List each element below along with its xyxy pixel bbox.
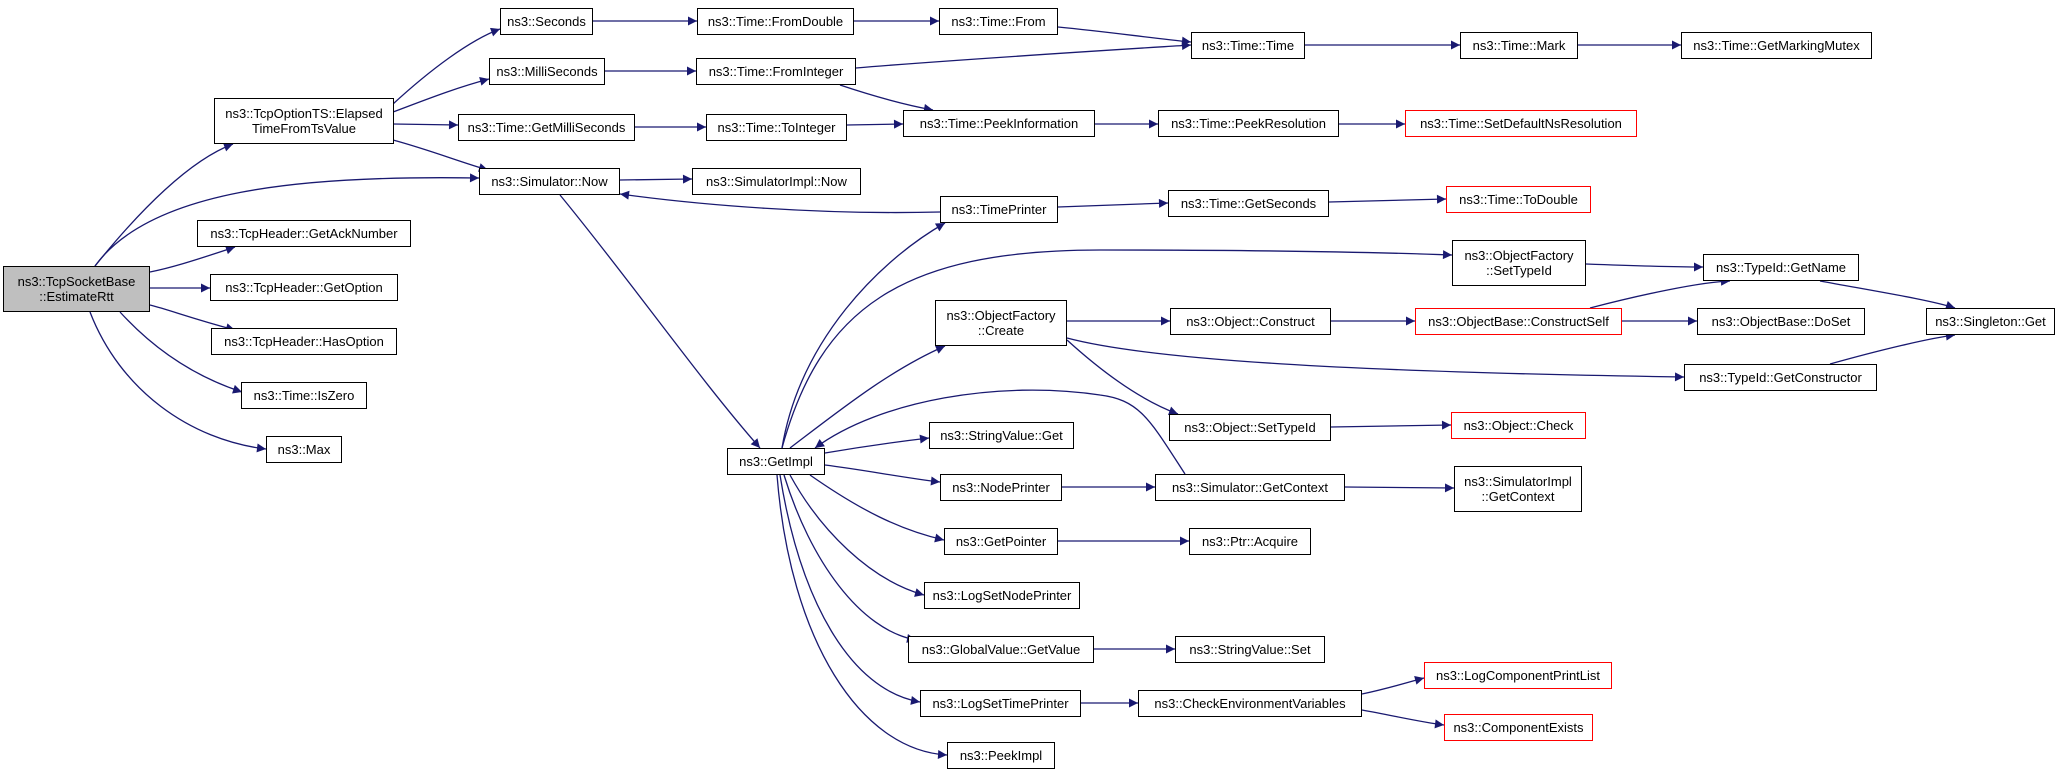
edge-time-printer-to-get-seconds — [1057, 198, 1169, 208]
edge-object-factory-create-to-type-id-get-constructor — [1066, 337, 1685, 382]
edge-object-base-construct-self-to-type-id-get-name — [1589, 276, 1731, 309]
node-to-integer[interactable]: ns3::Time::ToInteger — [706, 114, 847, 141]
edge-simulator-now-to-get-impl — [559, 194, 761, 449]
node-peek-information[interactable]: ns3::Time::PeekInformation — [903, 110, 1095, 137]
node-has-option[interactable]: ns3::TcpHeader::HasOption — [211, 328, 397, 355]
node-time-time[interactable]: ns3::Time::Time — [1191, 32, 1305, 59]
node-estimate-rtt: ns3::TcpSocketBase ::EstimateRtt — [3, 266, 150, 312]
node-simulator-now[interactable]: ns3::Simulator::Now — [479, 168, 620, 195]
edge-simulator-get-context-to-get-impl — [814, 389, 1186, 475]
edge-tcp-option-ts-to-simulator-now — [392, 139, 489, 172]
node-object-base-construct-self[interactable]: ns3::ObjectBase::ConstructSelf — [1415, 308, 1622, 335]
edge-tcp-option-ts-to-milli-seconds — [392, 76, 490, 113]
edge-estimate-rtt-to-has-option — [149, 304, 236, 333]
edge-get-impl-to-string-value-get — [824, 434, 930, 454]
node-log-set-node-printer[interactable]: ns3::LogSetNodePrinter — [924, 582, 1080, 609]
node-get-ack-number[interactable]: ns3::TcpHeader::GetAckNumber — [197, 220, 411, 247]
node-get-milli-seconds[interactable]: ns3::Time::GetMilliSeconds — [458, 114, 635, 141]
node-time-from[interactable]: ns3::Time::From — [939, 8, 1058, 35]
node-object-construct[interactable]: ns3::Object::Construct — [1170, 308, 1331, 335]
node-simulator-impl-get-context[interactable]: ns3::SimulatorImpl ::GetContext — [1454, 466, 1582, 512]
edge-tcp-option-ts-to-get-milli-seconds — [392, 120, 459, 130]
node-get-pointer[interactable]: ns3::GetPointer — [944, 528, 1058, 555]
edge-get-impl-to-get-pointer — [809, 474, 945, 543]
node-is-zero[interactable]: ns3::Time::IsZero — [241, 382, 367, 409]
node-get-marking-mutex[interactable]: ns3::Time::GetMarkingMutex — [1681, 32, 1872, 59]
edge-type-id-get-constructor-to-singleton-get — [1829, 331, 1956, 365]
edge-tcp-option-ts-to-seconds — [392, 27, 501, 105]
edge-get-impl-to-object-factory-create — [789, 345, 946, 449]
edge-get-impl-to-peek-impl — [776, 474, 948, 759]
edge-to-integer-to-peek-information — [846, 119, 904, 129]
edge-get-seconds-to-to-double — [1328, 194, 1447, 204]
node-simulator-impl-now[interactable]: ns3::SimulatorImpl::Now — [692, 168, 861, 195]
node-from-double[interactable]: ns3::Time::FromDouble — [697, 8, 854, 35]
edge-get-impl-to-global-value-get-value — [783, 474, 917, 643]
node-string-value-set[interactable]: ns3::StringValue::Set — [1175, 636, 1325, 663]
node-seconds[interactable]: ns3::Seconds — [500, 8, 593, 35]
edge-type-id-get-name-to-singleton-get — [1819, 280, 1956, 310]
node-singleton-get[interactable]: ns3::Singleton::Get — [1926, 308, 2055, 335]
edge-estimate-rtt-to-max — [89, 311, 267, 453]
edge-estimate-rtt-to-simulator-now — [94, 173, 480, 267]
edge-check-environment-variables-to-log-component-print-list — [1361, 675, 1425, 695]
node-check-environment-variables[interactable]: ns3::CheckEnvironmentVariables — [1138, 690, 1362, 717]
edge-from-integer-to-time-time — [855, 41, 1192, 69]
node-component-exists[interactable]: ns3::ComponentExists — [1444, 714, 1593, 741]
edge-from-integer-to-peek-information — [839, 84, 934, 113]
edge-time-from-to-time-time — [1057, 26, 1192, 46]
edge-get-impl-to-time-printer — [781, 222, 946, 449]
node-set-default-ns-resolution[interactable]: ns3::Time::SetDefaultNsResolution — [1405, 110, 1637, 137]
edge-object-factory-set-type-id-to-type-id-get-name — [1585, 262, 1704, 272]
node-log-set-time-printer[interactable]: ns3::LogSetTimePrinter — [920, 690, 1081, 717]
edge-get-impl-to-node-printer — [824, 464, 941, 486]
node-peek-resolution[interactable]: ns3::Time::PeekResolution — [1158, 110, 1339, 137]
node-time-printer[interactable]: ns3::TimePrinter — [940, 196, 1058, 223]
node-peek-impl[interactable]: ns3::PeekImpl — [947, 742, 1055, 769]
node-log-component-print-list[interactable]: ns3::LogComponentPrintList — [1424, 662, 1612, 689]
edge-get-impl-to-log-set-time-printer — [779, 474, 921, 705]
edge-object-factory-create-to-object-set-type-id — [1066, 339, 1179, 416]
edge-object-set-type-id-to-object-check — [1330, 420, 1452, 430]
node-node-printer[interactable]: ns3::NodePrinter — [940, 474, 1062, 501]
node-object-set-type-id[interactable]: ns3::Object::SetTypeId — [1169, 414, 1331, 441]
node-global-value-get-value[interactable]: ns3::GlobalValue::GetValue — [908, 636, 1094, 663]
edge-check-environment-variables-to-component-exists — [1361, 709, 1445, 729]
node-get-option[interactable]: ns3::TcpHeader::GetOption — [210, 274, 398, 301]
edge-estimate-rtt-to-is-zero — [119, 311, 243, 394]
node-time-mark[interactable]: ns3::Time::Mark — [1460, 32, 1578, 59]
edge-get-impl-to-log-set-node-printer — [789, 474, 925, 597]
edge-simulator-now-to-simulator-impl-now — [619, 174, 693, 184]
node-object-base-do-set[interactable]: ns3::ObjectBase::DoSet — [1697, 308, 1865, 335]
node-ptr-acquire[interactable]: ns3::Ptr::Acquire — [1189, 528, 1311, 555]
edge-estimate-rtt-to-get-ack-number — [149, 245, 236, 273]
node-tcp-option-ts[interactable]: ns3::TcpOptionTS::Elapsed TimeFromTsValu… — [214, 98, 394, 144]
node-object-factory-set-type-id[interactable]: ns3::ObjectFactory ::SetTypeId — [1452, 240, 1586, 286]
edge-get-impl-to-object-factory-set-type-id — [781, 249, 1453, 449]
node-max[interactable]: ns3::Max — [266, 436, 342, 463]
node-string-value-get[interactable]: ns3::StringValue::Get — [929, 422, 1074, 449]
edge-time-printer-to-simulator-now — [619, 190, 941, 214]
node-simulator-get-context[interactable]: ns3::Simulator::GetContext — [1155, 474, 1345, 501]
node-from-integer[interactable]: ns3::Time::FromInteger — [696, 58, 856, 85]
edge-estimate-rtt-to-tcp-option-ts — [94, 142, 234, 267]
node-milli-seconds[interactable]: ns3::MilliSeconds — [489, 58, 605, 85]
node-type-id-get-constructor[interactable]: ns3::TypeId::GetConstructor — [1684, 364, 1877, 391]
node-type-id-get-name[interactable]: ns3::TypeId::GetName — [1703, 254, 1859, 281]
node-get-seconds[interactable]: ns3::Time::GetSeconds — [1168, 190, 1329, 217]
node-object-check[interactable]: ns3::Object::Check — [1451, 412, 1586, 439]
node-object-factory-create[interactable]: ns3::ObjectFactory ::Create — [935, 300, 1067, 346]
edge-simulator-get-context-to-simulator-impl-get-context — [1344, 483, 1455, 493]
node-to-double[interactable]: ns3::Time::ToDouble — [1446, 186, 1591, 213]
node-get-impl[interactable]: ns3::GetImpl — [727, 448, 825, 475]
